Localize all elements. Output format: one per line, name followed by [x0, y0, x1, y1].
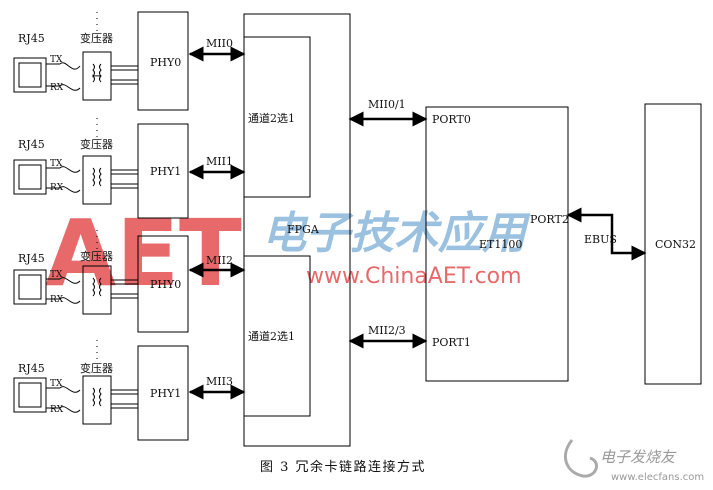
- transformer-label: 变压器: [80, 31, 113, 45]
- rj45-port-inner: [18, 382, 42, 408]
- mux-top-label: 通道2选1: [248, 111, 295, 125]
- mux-top-box: [243, 36, 311, 198]
- twisted-pair: [59, 166, 81, 193]
- transformer-box: [82, 375, 112, 425]
- phy-box: [137, 11, 189, 111]
- mii-label: MII3: [206, 375, 233, 388]
- row-0: RJ45 TX RX 变压器 ꟷ PHY0 MII0: [13, 11, 246, 111]
- phy-box: [137, 123, 189, 219]
- tx-label: TX: [50, 55, 63, 65]
- rj45-port-inner: [18, 164, 42, 190]
- mii-label: MII0: [206, 37, 233, 50]
- mii-label: MII2: [206, 254, 233, 267]
- phy-box: [137, 235, 189, 333]
- rj45-port: [13, 377, 47, 413]
- phy-lines: [111, 279, 138, 299]
- watermark-cn: 电子技术应用: [262, 208, 531, 259]
- et1100-label: ET1100: [479, 238, 522, 251]
- rj45-label: RJ45: [18, 362, 45, 375]
- rx-label: RX: [50, 83, 64, 93]
- port1-label: PORT1: [432, 336, 471, 349]
- rj45-port: [13, 159, 47, 195]
- transformer-label: 变压器: [80, 361, 113, 375]
- con32-box: [644, 103, 702, 385]
- transformer-coil-icon: [92, 167, 102, 187]
- mii-label: MII1: [206, 155, 233, 168]
- twisted-pair: [59, 62, 81, 91]
- row-2: RJ45 TX RX 变压器 PHY0 MII2: [13, 230, 246, 333]
- mii01-label: MII0/1: [368, 98, 406, 111]
- row-1: RJ45 TX RX 变压器 PHY1 MII1: [13, 118, 246, 219]
- watermark-site: www.ChinaAET.com: [306, 264, 522, 289]
- corner-wm-text: 电子发烧友: [600, 448, 677, 466]
- phy-lines: [111, 169, 138, 189]
- twisted-pair: [59, 277, 81, 304]
- transformer-label: 变压器: [80, 137, 113, 151]
- rx-label: RX: [50, 405, 64, 415]
- mux-bottom-box: [243, 255, 311, 417]
- ebus-connection: [566, 207, 647, 261]
- rj45-port: [13, 269, 47, 305]
- tx-rx-lines: [46, 278, 60, 300]
- tx-label: TX: [50, 159, 63, 169]
- transformer-label: 变压器: [80, 249, 113, 263]
- rj45-port-inner: [18, 274, 42, 300]
- transformer-box: [82, 51, 112, 101]
- rj45-label: RJ45: [18, 138, 45, 151]
- phy-label: PHY0: [150, 56, 181, 69]
- fpga-block: 通道2选1 通道2选1 FPGA: [243, 13, 351, 447]
- con32-label: CON32: [655, 238, 696, 251]
- figure-caption: 图 3 冗余卡链路连接方式: [260, 459, 426, 475]
- corner-wm-url: www.elecfans.com: [611, 472, 704, 483]
- transformer-coil-icon: [92, 63, 102, 83]
- watermark: AET 电子技术应用 www.ChinaAET.com: [45, 200, 531, 307]
- transformer-box: [82, 265, 112, 315]
- phy-label: PHY1: [150, 165, 181, 178]
- mii23-label: MII2/3: [368, 324, 406, 337]
- mux-bottom-label: 通道2选1: [248, 329, 295, 343]
- port2-label: PORT2: [530, 213, 569, 226]
- phy-label: PHY0: [150, 278, 181, 291]
- phy-label: PHY1: [150, 387, 181, 400]
- transformer-coil: ꟷ: [92, 70, 101, 83]
- rx-label: RX: [50, 295, 64, 305]
- row-3: RJ45 TX RX 变压器 PHY1 MII3: [13, 340, 246, 441]
- tx-rx-lines: [46, 387, 60, 409]
- transformer-coil-icon: [92, 277, 102, 297]
- rj45-label: RJ45: [18, 252, 45, 265]
- phy-box: [137, 345, 189, 441]
- ebus-label: EBUS: [584, 233, 617, 246]
- rj45-port-inner: [18, 62, 42, 88]
- tx-rx-lines: [46, 167, 60, 189]
- tx-label: TX: [50, 379, 63, 389]
- corner-watermark: 电子发烧友 www.elecfans.com: [563, 439, 704, 483]
- transformer-box: [82, 155, 112, 205]
- tx-label: TX: [50, 270, 63, 280]
- phy-lines: [111, 65, 138, 85]
- rj45-label: RJ45: [18, 32, 45, 45]
- transformer-coil-icon: [92, 387, 102, 407]
- corner-logo-icon: [563, 439, 598, 478]
- tx-rx-lines: [46, 63, 60, 87]
- port0-label: PORT0: [432, 113, 471, 126]
- fpga-outline: [243, 13, 351, 447]
- twisted-pair: [59, 386, 81, 413]
- et1100-block: PORT0 PORT1 PORT2 ET1100: [425, 106, 569, 382]
- phy-lines: [111, 389, 138, 409]
- fpga-label: FPGA: [287, 223, 320, 236]
- rj45-port: [13, 57, 47, 93]
